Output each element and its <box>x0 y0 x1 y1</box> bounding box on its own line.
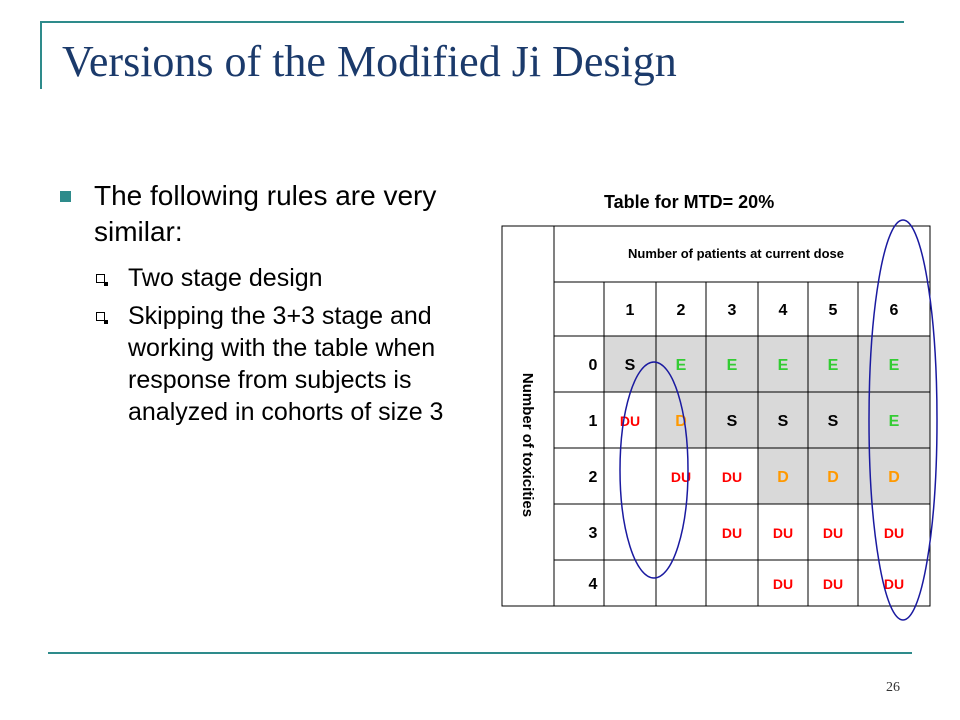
page-number: 26 <box>886 680 900 695</box>
shaded-cell <box>656 336 706 392</box>
row-label: 2 <box>589 469 598 486</box>
left-rule <box>40 21 42 89</box>
table-cell: E <box>828 357 839 374</box>
table-cell: DU <box>773 576 793 592</box>
table-cell: DU <box>884 525 904 541</box>
column-label: 2 <box>677 302 686 319</box>
table-cell: S <box>828 413 839 430</box>
table-cell: D <box>827 469 839 486</box>
column-label: 6 <box>890 302 899 319</box>
shaded-cell <box>858 392 930 448</box>
table-cell: DU <box>671 469 691 485</box>
column-label: 3 <box>728 302 737 319</box>
table-cell: S <box>625 357 636 374</box>
column-label: 1 <box>626 302 635 319</box>
table-cell: DU <box>722 525 742 541</box>
shaded-cell <box>808 336 858 392</box>
table-cell: DU <box>722 469 742 485</box>
row-label: 1 <box>589 413 598 430</box>
table-cell: DU <box>773 525 793 541</box>
table-cell: D <box>888 469 900 486</box>
bullet-sub-2-text: Skipping the 3+3 stage and working with … <box>128 302 444 426</box>
shaded-cell <box>706 336 758 392</box>
square-bullet-icon <box>60 191 71 202</box>
column-label: 4 <box>779 302 788 319</box>
column-header: Number of patients at current dose <box>628 246 844 261</box>
table-cell: D <box>675 413 687 430</box>
table-caption: Table for MTD= 20% <box>604 192 775 212</box>
table-cell: DU <box>823 576 843 592</box>
table-cell: D <box>777 469 789 486</box>
bottom-rule <box>48 652 912 654</box>
shaded-cell <box>808 448 858 504</box>
shaded-cell <box>758 448 808 504</box>
outline-square-bullet-icon <box>96 312 108 324</box>
bullet-sub-2: Skipping the 3+3 stage and working with … <box>60 300 460 428</box>
shaded-cell <box>758 392 808 448</box>
bullet-sub-1: Two stage design <box>60 262 460 294</box>
row-header: Number of toxicities <box>519 373 536 517</box>
shaded-cell <box>758 336 808 392</box>
outline-square-bullet-icon <box>96 274 108 286</box>
table-cell: E <box>889 357 900 374</box>
shaded-cell <box>706 392 758 448</box>
table-cell: E <box>889 413 900 430</box>
bullet-main: The following rules are very similar: <box>60 178 460 250</box>
bullet-list: The following rules are very similar: Tw… <box>60 178 460 428</box>
table-cell: E <box>676 357 687 374</box>
row-label: 3 <box>589 525 598 542</box>
highlight-ellipse <box>868 219 938 621</box>
table-cell: S <box>778 413 789 430</box>
top-rule <box>40 21 904 23</box>
slide-title: Versions of the Modified Ji Design <box>62 37 677 86</box>
table-cell: E <box>727 357 738 374</box>
shaded-cell <box>808 392 858 448</box>
highlight-ellipse <box>619 361 689 579</box>
bullet-main-text: The following rules are very similar: <box>94 180 437 247</box>
table-cell: DU <box>884 576 904 592</box>
table-border <box>501 225 931 607</box>
bullet-sub-1-text: Two stage design <box>128 264 323 292</box>
table-cell: E <box>778 357 789 374</box>
table-cell: DU <box>823 525 843 541</box>
table-cell: S <box>727 413 738 430</box>
row-label: 4 <box>589 576 598 593</box>
column-label: 5 <box>829 302 838 319</box>
row-label: 0 <box>589 357 598 374</box>
